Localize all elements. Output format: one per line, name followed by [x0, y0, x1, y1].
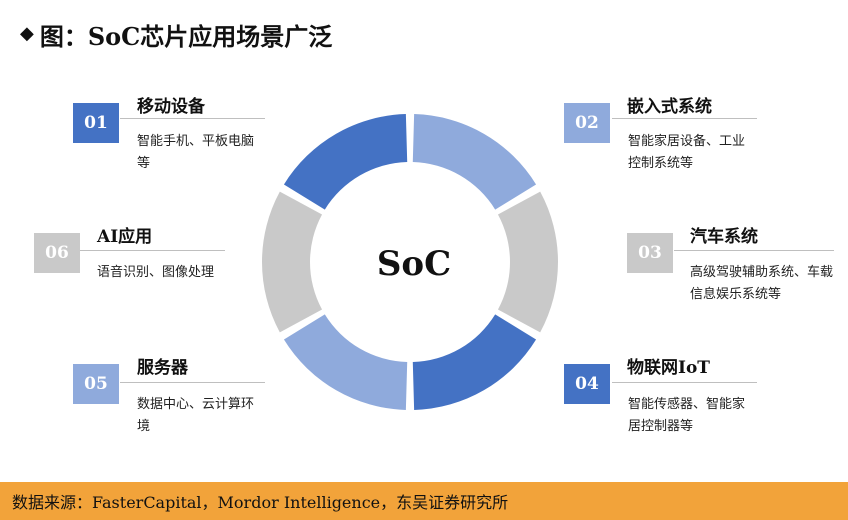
item-description: 智能手机、平板电脑等	[137, 134, 255, 171]
item-title: 物联网IoT	[627, 358, 710, 378]
ring-segment-3	[412, 314, 537, 410]
item-title: 移动设备	[137, 97, 205, 117]
item-number-box: 04	[564, 364, 610, 404]
item-divider	[80, 250, 225, 251]
ring-segment-2	[497, 191, 558, 333]
item-description: 数据中心、云计算环境	[137, 397, 255, 434]
item-divider	[120, 382, 265, 383]
item-number-box: 06	[34, 233, 80, 273]
item-description: 语音识别、图像处理	[97, 265, 215, 280]
item-number-box: 01	[73, 103, 119, 143]
item-number: 01	[84, 113, 108, 133]
item-title: 服务器	[137, 358, 188, 378]
item-number-box: 02	[564, 103, 610, 143]
ring-segment-4	[283, 314, 408, 410]
diamond-bullet-icon: ◆	[20, 23, 34, 44]
item-number: 04	[575, 374, 599, 394]
item-number-box: 03	[627, 233, 673, 273]
center-label: SoC	[376, 244, 452, 284]
item-divider	[120, 118, 265, 119]
source-text: 数据来源：FasterCapital，Mordor Intelligence，东…	[12, 493, 509, 512]
item-divider	[674, 250, 834, 251]
item-divider	[612, 382, 757, 383]
item-number: 02	[575, 113, 599, 133]
page-title: ◆ 图：SoC芯片应用场景广泛	[20, 16, 332, 52]
source-bar: 数据来源：FasterCapital，Mordor Intelligence，东…	[0, 482, 848, 520]
item-description: 智能家居设备、工业控制系统等	[628, 134, 746, 171]
item-title: 汽车系统	[690, 227, 758, 247]
item-number: 05	[84, 374, 108, 394]
item-description: 高级驾驶辅助系统、车载信息娱乐系统等	[690, 265, 834, 302]
item-number: 03	[638, 243, 662, 263]
ring-segment-1	[412, 114, 537, 210]
item-number-box: 05	[73, 364, 119, 404]
item-title: AI应用	[97, 227, 153, 247]
title-text: 图：SoC芯片应用场景广泛	[39, 21, 333, 51]
ring-segment-6	[283, 114, 408, 210]
item-number: 06	[45, 243, 69, 263]
item-title: 嵌入式系统	[627, 97, 712, 117]
ring-segment-5	[262, 191, 323, 333]
item-description: 智能传感器、智能家居控制器等	[628, 397, 746, 434]
item-divider	[612, 118, 757, 119]
soc-ring-diagram	[262, 114, 558, 410]
